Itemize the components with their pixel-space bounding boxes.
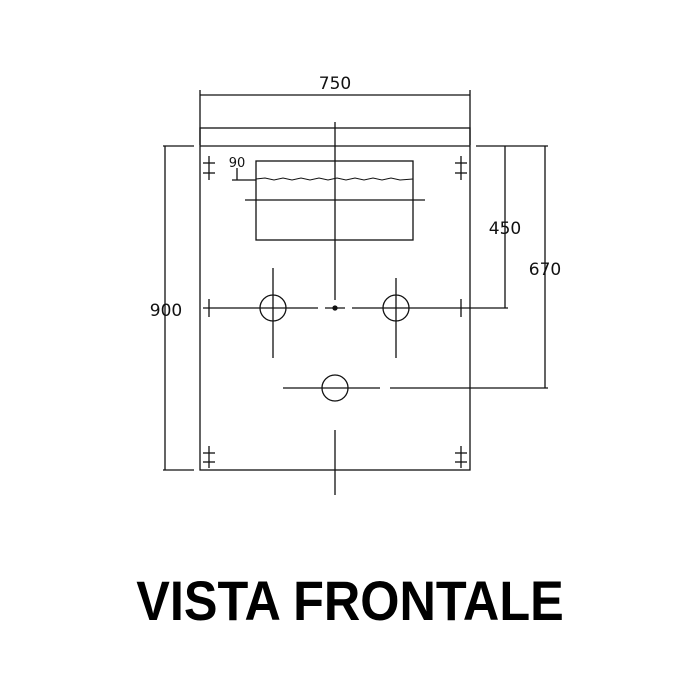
height-label: 900 [150, 301, 182, 321]
right-lower-label: 670 [529, 260, 561, 280]
view-caption: VISTA FRONTALE [136, 569, 564, 632]
corner-mark-bottom-left [203, 446, 215, 468]
corner-mark-top-left [203, 156, 215, 180]
dimension-height: 900 [150, 145, 194, 471]
dimension-right-lower: 670 [512, 145, 561, 388]
width-label: 750 [319, 74, 351, 94]
hole-row-axis [203, 305, 508, 311]
small-offset-label: 90 [229, 156, 246, 171]
dimension-right-upper: 450 [476, 145, 521, 308]
dimension-small: 90 [229, 156, 256, 181]
hole-left [259, 268, 287, 358]
right-upper-label: 450 [489, 219, 521, 239]
hole-bottom [321, 374, 349, 402]
hole-right [382, 278, 410, 358]
front-view-drawing: 750 900 450 670 [150, 74, 561, 495]
upper-box [245, 160, 425, 241]
corner-mark-bottom-right [455, 446, 467, 468]
corner-marks [203, 156, 467, 468]
corner-mark-top-right [455, 156, 467, 180]
